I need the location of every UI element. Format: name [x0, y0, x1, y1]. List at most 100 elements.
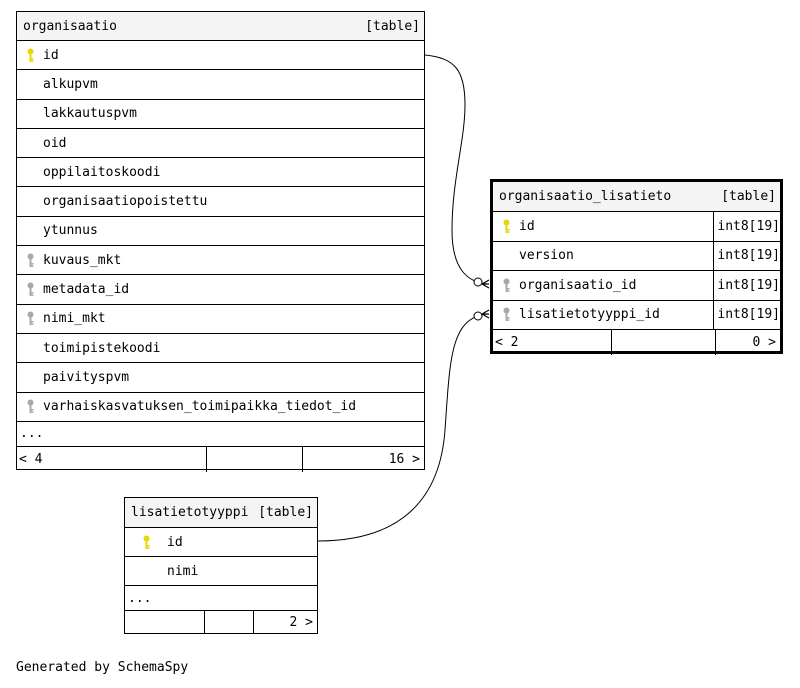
column-row-toimipistekoodi[interactable]: toimipistekoodi	[17, 334, 424, 364]
child-count[interactable]: 0 >	[715, 330, 780, 355]
foreign-key-icon	[27, 253, 33, 267]
column-row-oppilaitoskoodi[interactable]: oppilaitoskoodi	[17, 158, 424, 188]
table-type-tag: [table]	[258, 505, 313, 520]
column-name: toimipistekoodi	[43, 340, 161, 356]
table-name: organisaatio	[23, 18, 117, 34]
column-row-nimi-mkt[interactable]: nimi_mkt	[17, 305, 424, 334]
child-count[interactable]: 2 >	[253, 611, 317, 633]
generated-by-caption: Generated by SchemaSpy	[16, 660, 189, 675]
foreign-key-icon	[503, 278, 509, 292]
key-cell	[493, 212, 519, 241]
column-name: version	[519, 248, 574, 264]
key-cell	[17, 363, 43, 391]
column-type: int8[19]	[713, 212, 780, 241]
table-organisaatio-lisatieto[interactable]: organisaatio_lisatieto [table] id int8[19…	[490, 179, 783, 355]
foreign-key-icon	[27, 311, 33, 326]
key-cell	[17, 246, 43, 274]
table-name: organisaatio_lisatieto	[499, 189, 672, 204]
foreign-key-icon	[27, 399, 33, 414]
column-row-nimi[interactable]: nimi	[125, 557, 317, 586]
column-row-ytunnus[interactable]: ytunnus	[17, 217, 424, 247]
column-row-alkupvm[interactable]: alkupvm	[17, 70, 424, 100]
foreign-key-icon	[503, 307, 509, 322]
column-row-varhaiskasvatuksen-toimipaikka-tiedot-id[interactable]: varhaiskasvatuksen_toimipaikka_tiedot_id	[17, 393, 424, 422]
column-row-version[interactable]: version int8[19]	[493, 241, 780, 271]
column-row-kuvaus-mkt[interactable]: kuvaus_mkt	[17, 246, 424, 276]
table-type-tag: [table]	[365, 18, 420, 34]
key-cell	[17, 275, 43, 303]
key-cell	[493, 242, 519, 271]
column-name: organisaatiopoistettu	[43, 194, 208, 210]
table-lisatietotyyppi[interactable]: lisatietotyyppi [table] id nimi ... 2 >	[124, 497, 318, 634]
table-name: lisatietotyyppi	[131, 505, 249, 520]
primary-key-icon	[27, 48, 33, 62]
column-type: int8[19]	[713, 271, 780, 300]
column-type: int8[19]	[713, 300, 780, 329]
key-cell	[125, 528, 167, 556]
edge-organisaatio-id-to-organisaatio-lisatieto	[424, 54, 488, 285]
column-row-id[interactable]: id	[17, 41, 424, 71]
key-cell	[125, 557, 167, 585]
more-columns-ellipsis: ...	[125, 586, 317, 611]
primary-key-icon	[143, 535, 149, 549]
column-name: organisaatio_id	[519, 277, 637, 293]
key-cell	[17, 129, 43, 157]
column-name: id	[43, 47, 59, 63]
edge-organisaatio-crowfoot	[481, 279, 490, 289]
edge-organisaatio-optional-marker	[473, 277, 483, 287]
table-header: lisatietotyyppi [table]	[125, 498, 317, 528]
key-cell	[493, 271, 519, 300]
table-footer: 2 >	[125, 611, 317, 633]
table-header: organisaatio_lisatieto [table]	[493, 182, 780, 212]
footer-spacer	[204, 611, 253, 633]
column-row-organisaatio-id[interactable]: organisaatio_id int8[19]	[493, 271, 780, 301]
key-cell	[17, 393, 43, 421]
column-row-organisaatiopoistettu[interactable]: organisaatiopoistettu	[17, 187, 424, 217]
column-name: id	[167, 534, 183, 550]
parent-count[interactable]	[125, 611, 204, 633]
table-footer: < 4 16 >	[17, 446, 424, 472]
column-name: kuvaus_mkt	[43, 252, 122, 268]
foreign-key-icon	[27, 282, 33, 297]
footer-spacer	[611, 330, 715, 355]
column-name: oid	[43, 135, 67, 151]
edge-lisatietotyyppi-crowfoot	[481, 309, 490, 319]
column-name: ytunnus	[43, 223, 98, 239]
key-cell	[17, 70, 43, 98]
column-name: paivityspvm	[43, 369, 130, 385]
column-name: alkupvm	[43, 76, 98, 92]
key-cell	[17, 187, 43, 215]
column-row-id[interactable]: id	[125, 528, 317, 557]
column-row-paivityspvm[interactable]: paivityspvm	[17, 363, 424, 393]
table-organisaatio[interactable]: organisaatio [table] id alkupvm lakkautusp…	[16, 11, 425, 472]
key-cell	[493, 301, 519, 330]
key-cell	[17, 334, 43, 362]
column-name: varhaiskasvatuksen_toimipaikka_tiedot_id	[43, 399, 357, 415]
more-columns-ellipsis: ...	[17, 422, 424, 447]
key-cell	[17, 100, 43, 128]
column-row-lakkautuspvm[interactable]: lakkautuspvm	[17, 100, 424, 129]
column-row-lisatietotyyppi-id[interactable]: lisatietotyyppi_id int8[19]	[493, 300, 780, 330]
column-type: int8[19]	[713, 241, 780, 270]
column-row-oid[interactable]: oid	[17, 129, 424, 159]
column-name: oppilaitoskoodi	[43, 164, 161, 180]
table-type-tag: [table]	[721, 189, 776, 204]
edge-lisatietotyyppi-optional-marker	[473, 311, 483, 321]
column-name: id	[519, 218, 535, 234]
column-row-id[interactable]: id int8[19]	[493, 212, 780, 242]
edge-lisatietotyyppi-id-to-organisaatio-lisatieto	[317, 313, 488, 542]
key-cell	[17, 305, 43, 333]
key-cell	[17, 158, 43, 186]
column-row-metadata-id[interactable]: metadata_id	[17, 275, 424, 305]
parent-count[interactable]: < 4	[19, 451, 43, 467]
column-name: lakkautuspvm	[43, 106, 137, 122]
column-name: nimi_mkt	[43, 311, 106, 327]
column-name: nimi	[167, 563, 199, 579]
primary-key-icon	[503, 219, 509, 233]
footer-spacer	[206, 446, 302, 472]
child-count[interactable]: 16 >	[302, 446, 424, 472]
key-cell	[17, 217, 43, 245]
column-name: lisatietotyyppi_id	[519, 307, 660, 323]
parent-count[interactable]: < 2	[495, 335, 519, 350]
